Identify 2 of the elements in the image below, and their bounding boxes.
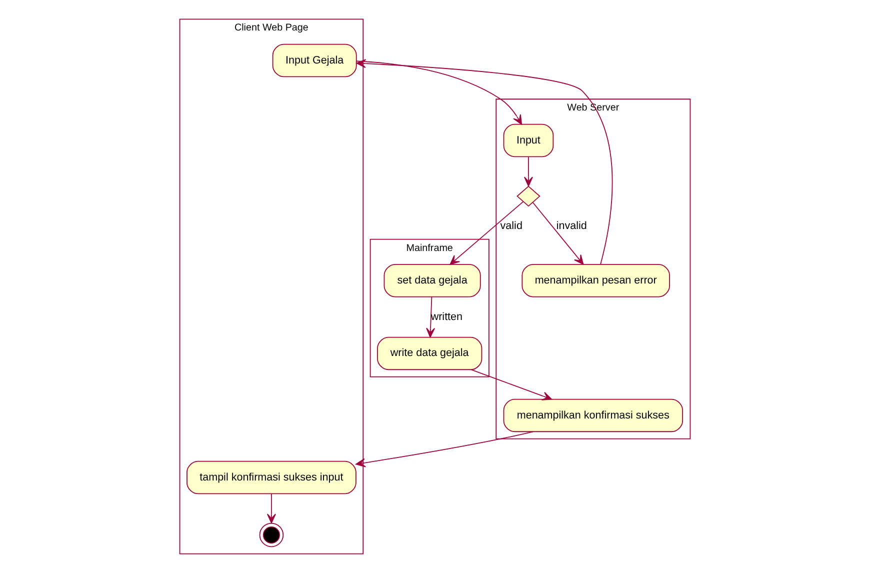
edge-label: valid — [500, 220, 522, 232]
edge-label: invalid — [556, 220, 587, 232]
